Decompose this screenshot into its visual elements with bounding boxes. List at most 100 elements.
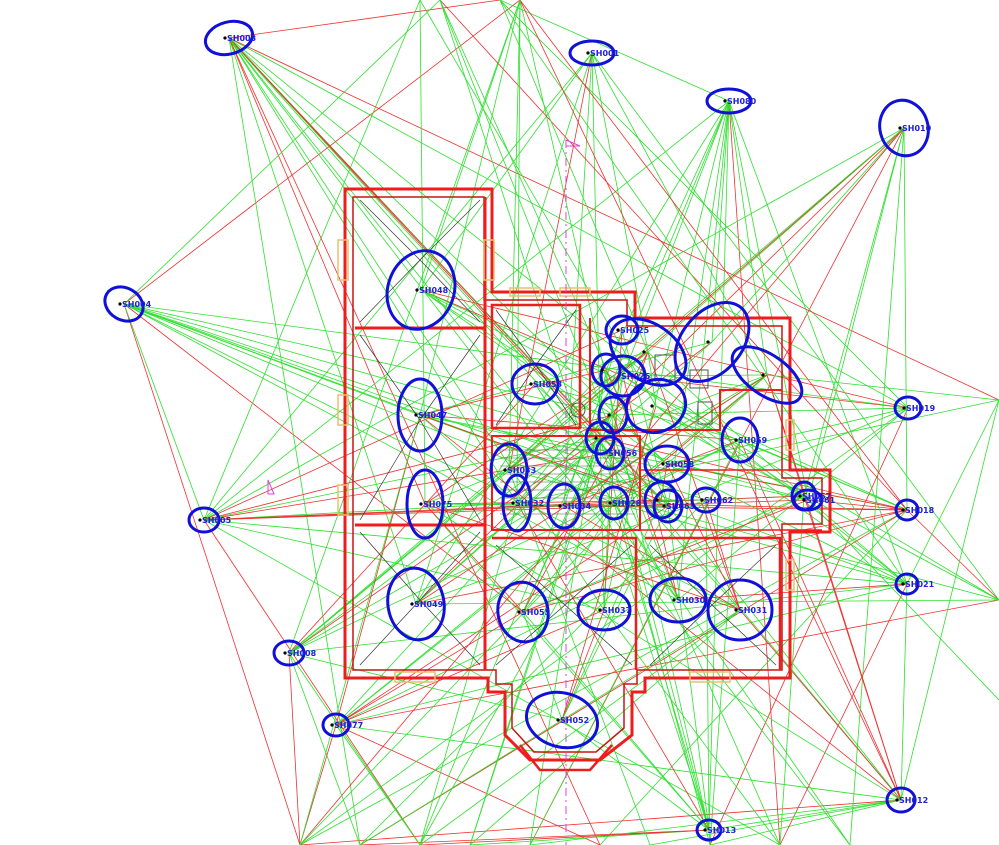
station-label: SH003 — [227, 34, 256, 43]
station-point — [672, 598, 676, 602]
sight-ray — [335, 724, 421, 845]
sight-ray — [649, 799, 902, 845]
interior-station-in12: SH034 — [546, 482, 592, 530]
sight-ray — [299, 414, 421, 845]
station-point — [734, 608, 738, 612]
interior-station-in09: SH031 — [706, 578, 774, 642]
station-label: SH034 — [562, 502, 592, 511]
station-ellipse — [501, 473, 533, 533]
outer-wall — [343, 187, 832, 762]
interior-station-in04: SH049 — [386, 566, 446, 642]
station-point — [118, 302, 122, 306]
station-label: SH052 — [560, 716, 589, 725]
sight-ray — [335, 414, 421, 726]
exterior-station-st01: SH003 — [203, 19, 256, 57]
sight-ray — [420, 289, 999, 601]
sight-ray — [359, 609, 741, 845]
sight-ray — [609, 375, 624, 454]
exterior-station-st07: SH008 — [272, 639, 317, 667]
sight-ray — [728, 100, 908, 585]
station-point — [761, 373, 765, 377]
sight-ray — [728, 100, 768, 376]
station-ellipse — [652, 488, 684, 524]
sight-ray — [807, 499, 908, 511]
sight-ray — [228, 0, 501, 39]
sight-ray — [203, 52, 593, 521]
sight-ray — [415, 437, 601, 605]
station-point — [902, 406, 906, 410]
wall-east-bottom-room — [645, 536, 782, 670]
interior-station-in28 — [590, 352, 622, 388]
station-ellipse — [720, 416, 760, 464]
window-west-3 — [337, 484, 349, 516]
sight-ray — [359, 509, 908, 845]
station-ellipse — [599, 354, 647, 398]
station-ellipse — [584, 420, 616, 456]
sight-ray — [415, 374, 768, 605]
station-ellipse — [385, 249, 457, 331]
station-label: SH058 — [665, 460, 695, 469]
sight-ray — [299, 799, 902, 845]
sight-ray — [419, 414, 518, 504]
station-label: SH063 — [666, 502, 695, 511]
station-label: SH057 — [802, 492, 831, 501]
sight-ray — [522, 611, 563, 721]
sight-ray — [203, 519, 421, 845]
ceiling-lines-east-bottom — [649, 544, 777, 666]
sight-ray — [228, 37, 999, 401]
station-point — [608, 501, 612, 505]
station-label: SH021 — [905, 580, 935, 589]
sight-ray — [906, 509, 999, 601]
sight-ray — [228, 37, 908, 585]
interior-station-in01: SH048 — [385, 249, 457, 331]
station-label: SH010 — [902, 124, 932, 133]
interior-station-in14: SH063 — [652, 488, 695, 524]
sight-ray — [415, 599, 999, 605]
exterior-station-st11: SH021 — [894, 572, 935, 596]
sight-ray — [534, 383, 679, 601]
sight-ray — [519, 0, 908, 511]
sight-ray — [561, 499, 662, 721]
sight-ray — [591, 52, 768, 376]
station-point — [607, 413, 611, 417]
sight-ray — [288, 414, 614, 654]
interior-station-in25 — [730, 345, 804, 405]
station-ellipse — [590, 352, 622, 388]
sight-ray — [516, 399, 999, 504]
sight-ray — [705, 499, 741, 611]
sight-ray — [803, 127, 905, 497]
station-label: SH075 — [423, 500, 453, 509]
station-ellipse — [576, 588, 632, 632]
sight-ray — [906, 399, 999, 585]
interior-station-in29 — [643, 480, 679, 520]
station-ellipse — [730, 345, 804, 405]
station-point — [700, 498, 704, 502]
station-label: SH059 — [738, 436, 768, 445]
exterior-station-st03: SH080 — [705, 87, 757, 115]
sight-ray — [534, 383, 611, 454]
sight-ray — [622, 100, 730, 377]
sight-ray — [419, 414, 669, 507]
interior-station-in13: SH028 — [598, 485, 642, 521]
sight-ray — [359, 499, 707, 845]
station-point — [586, 51, 590, 55]
station-label: SH004 — [122, 300, 152, 309]
station-label: SH032 — [515, 499, 544, 508]
station-ellipse — [893, 395, 923, 421]
sight-ray — [335, 724, 601, 845]
station-label: SH031 — [738, 606, 768, 615]
sight-ray — [655, 405, 809, 501]
sight-ray — [591, 52, 999, 601]
sight-ray — [123, 303, 615, 504]
station-label: SH049 — [414, 600, 444, 609]
sight-ray — [739, 439, 902, 801]
sight-ray — [288, 439, 741, 654]
interior-station-in20: SH025 — [604, 314, 650, 346]
station-ellipse — [598, 485, 630, 521]
sight-ray — [288, 652, 301, 845]
wall-middle-top-room — [490, 303, 582, 430]
sight-ray — [123, 303, 205, 521]
interior-station-in30 — [584, 420, 616, 456]
station-point — [283, 651, 287, 655]
sight-ray — [667, 505, 710, 831]
